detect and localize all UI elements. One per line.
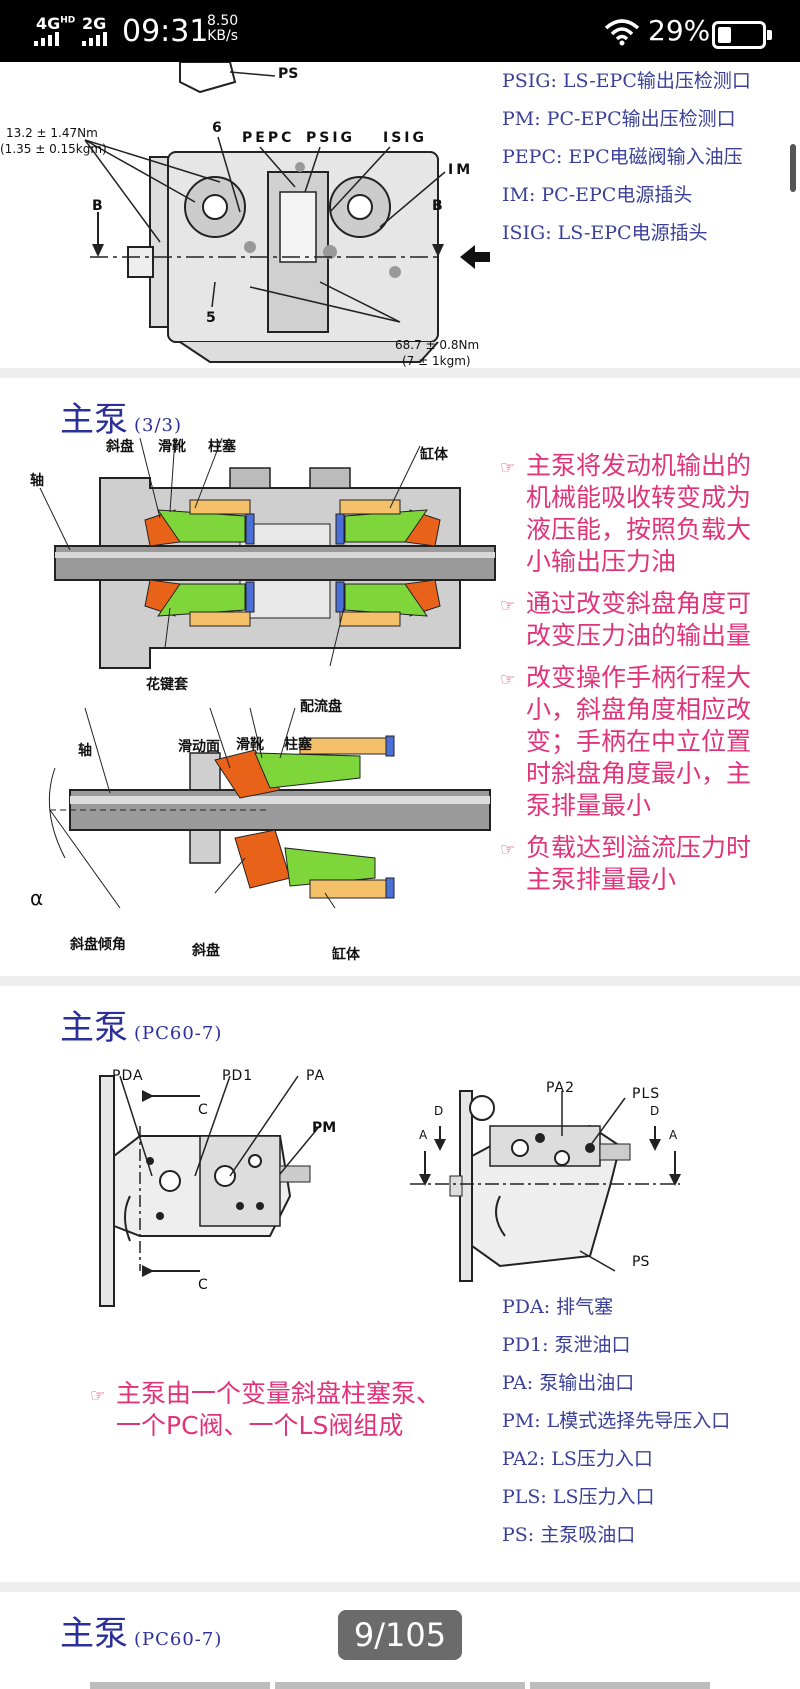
label-swash-plate-2: 斜盘 (192, 943, 220, 959)
pointing-hand-icon: ☞ (500, 458, 516, 478)
label-shoe-2: 滑靴 (236, 737, 264, 753)
label-piston: 柱塞 (208, 439, 236, 455)
slide-2: 主泵(3/3) (0, 378, 800, 976)
legend-item: PSIG: LS-EPC输出压检测口 (502, 70, 751, 92)
battery-icon (712, 21, 772, 49)
pump-front-diagram (99, 1075, 319, 1307)
signal-4g: 4GHD (36, 14, 76, 33)
legend-item: PD1: 泵泄油口 (502, 1334, 631, 1356)
label-torque-2a: 68.7 ± 0.8Nm (395, 338, 480, 352)
figure-strip (275, 1682, 525, 1689)
legend-item: IM: PC-EPC电源插头 (502, 184, 693, 206)
battery-percent: 29% (648, 14, 711, 47)
label-c-top: C (198, 1102, 208, 1118)
bullet-item: ☞主泵将发动机输出的机械能吸收转变成为液压能，按照负载大小输出压力油 (500, 451, 752, 576)
pump-cutaway-diagram (39, 438, 496, 909)
legend-item: PM: PC-EPC输出压检测口 (502, 108, 736, 130)
figure-strip (530, 1682, 710, 1689)
bullet-item: ☞通过改变斜盘角度可改变压力油的输出量 (500, 589, 752, 650)
legend-item: PEPC: EPC电磁阀输入油压 (502, 146, 743, 168)
pointing-hand-icon: ☞ (500, 596, 516, 616)
page-indicator: 9/105 (338, 1610, 462, 1660)
slide-separator (0, 368, 800, 378)
label-valve-plate: 配流盘 (300, 699, 342, 715)
slide-title: 主泵(PC60-7) (60, 1008, 223, 1048)
label-5: 5 (206, 310, 216, 326)
label-a-left: A (419, 1128, 428, 1142)
legend-item: PA: 泵输出油口 (502, 1372, 635, 1394)
label-d-left: D (434, 1104, 444, 1118)
slide-separator (0, 976, 800, 986)
pump-side-diagram (410, 1090, 681, 1282)
label-pda: PDA (112, 1068, 144, 1084)
slide-scrollbar[interactable] (790, 144, 796, 192)
label-pa2: PA2 (546, 1080, 576, 1096)
bullet-item: ☞改变操作手柄行程大小，斜盘角度相应改变；手柄在中立位置时斜盘角度最小，主泵排量… (500, 663, 752, 820)
slide-separator (0, 1582, 800, 1592)
figure-strip (90, 1682, 270, 1689)
legend-item: PA2: LS压力入口 (502, 1448, 653, 1470)
slide-title: 主泵(3/3) (60, 400, 183, 440)
label-shaft-2: 轴 (78, 743, 92, 759)
slide-3: 主泵(PC60-7) PDA PD1 PA PM C C (0, 986, 800, 1582)
label-pepc: PEPC (242, 130, 295, 146)
slide-1: PS 13.2 ± 1.47Nm (1.35 ± 0.15kgm) 6 PEPC… (0, 62, 800, 368)
label-pd1: PD1 (222, 1068, 254, 1084)
pump-port-diagram (84, 62, 490, 363)
label-pls: PLS (632, 1086, 661, 1102)
label-d-right: D (650, 1104, 660, 1118)
slide3-legend: PDA: 排气塞 PD1: 泵泄油口 PA: 泵输出油口 PM: L模式选择先导… (502, 1292, 730, 1558)
label-swash-plate: 斜盘 (106, 439, 134, 455)
pointing-hand-icon: ☞ (500, 840, 516, 860)
slide1-legend: PSIG: LS-EPC输出压检测口 PM: PC-EPC输出压检测口 PEPC… (502, 66, 751, 256)
clock: 09:31 (122, 14, 209, 49)
label-spline-sleeve: 花键套 (146, 677, 188, 693)
label-torque-2b: (7 ± 1kgm) (402, 354, 471, 368)
label-pm: PM (312, 1120, 337, 1136)
legend-item: ISIG: LS-EPC电源插头 (502, 222, 708, 244)
label-psig: PSIG (306, 130, 356, 146)
legend-item: PLS: LS压力入口 (502, 1486, 655, 1508)
label-b-right: B (432, 198, 443, 214)
slide3-bullets: ☞主泵由一个变量斜盘柱塞泵、一个PC阀、一个LS阀组成 (90, 1378, 450, 1452)
pointing-hand-icon: ☞ (500, 670, 516, 690)
label-torque-1b: (1.35 ± 0.15kgm) (0, 142, 107, 156)
label-im: IM (448, 162, 474, 178)
signal-bars-icon (34, 32, 59, 46)
signal-2g: 2G (82, 14, 107, 33)
slide-title: 主泵(PC60-7) (60, 1614, 223, 1654)
label-b-left: B (92, 198, 103, 214)
label-shoe: 滑靴 (158, 439, 186, 455)
label-torque-1a: 13.2 ± 1.47Nm (6, 126, 98, 140)
legend-item: PM: L模式选择先导压入口 (502, 1410, 731, 1432)
label-isig: ISIG (383, 130, 427, 146)
label-6: 6 (212, 120, 222, 136)
legend-item: PDA: 排气塞 (502, 1296, 614, 1318)
signal-bars-2-icon (82, 32, 107, 46)
label-alpha: α (30, 886, 44, 910)
label-c-bottom: C (198, 1277, 208, 1293)
bullet-item: ☞主泵由一个变量斜盘柱塞泵、一个PC阀、一个LS阀组成 (90, 1379, 442, 1440)
wifi-icon (604, 19, 640, 46)
label-piston-2: 柱塞 (284, 737, 312, 753)
label-a-right: A (669, 1128, 678, 1142)
label-cylinder: 缸体 (420, 447, 448, 463)
label-cylinder-2: 缸体 (332, 947, 360, 963)
legend-item: PS: 主泵吸油口 (502, 1524, 636, 1546)
label-ps: PS (632, 1254, 650, 1270)
label-pa: PA (306, 1068, 326, 1084)
label-sliding-face: 滑动面 (178, 739, 220, 755)
bullet-item: ☞负载达到溢流压力时主泵排量最小 (500, 833, 752, 894)
label-swash-angle: 斜盘倾角 (70, 937, 126, 953)
pointing-hand-icon: ☞ (90, 1386, 106, 1406)
slide2-bullets: ☞主泵将发动机输出的机械能吸收转变成为液压能，按照负载大小输出压力油 ☞通过改变… (500, 450, 772, 906)
label-shaft: 轴 (30, 473, 44, 489)
label-ps: PS (278, 66, 299, 82)
